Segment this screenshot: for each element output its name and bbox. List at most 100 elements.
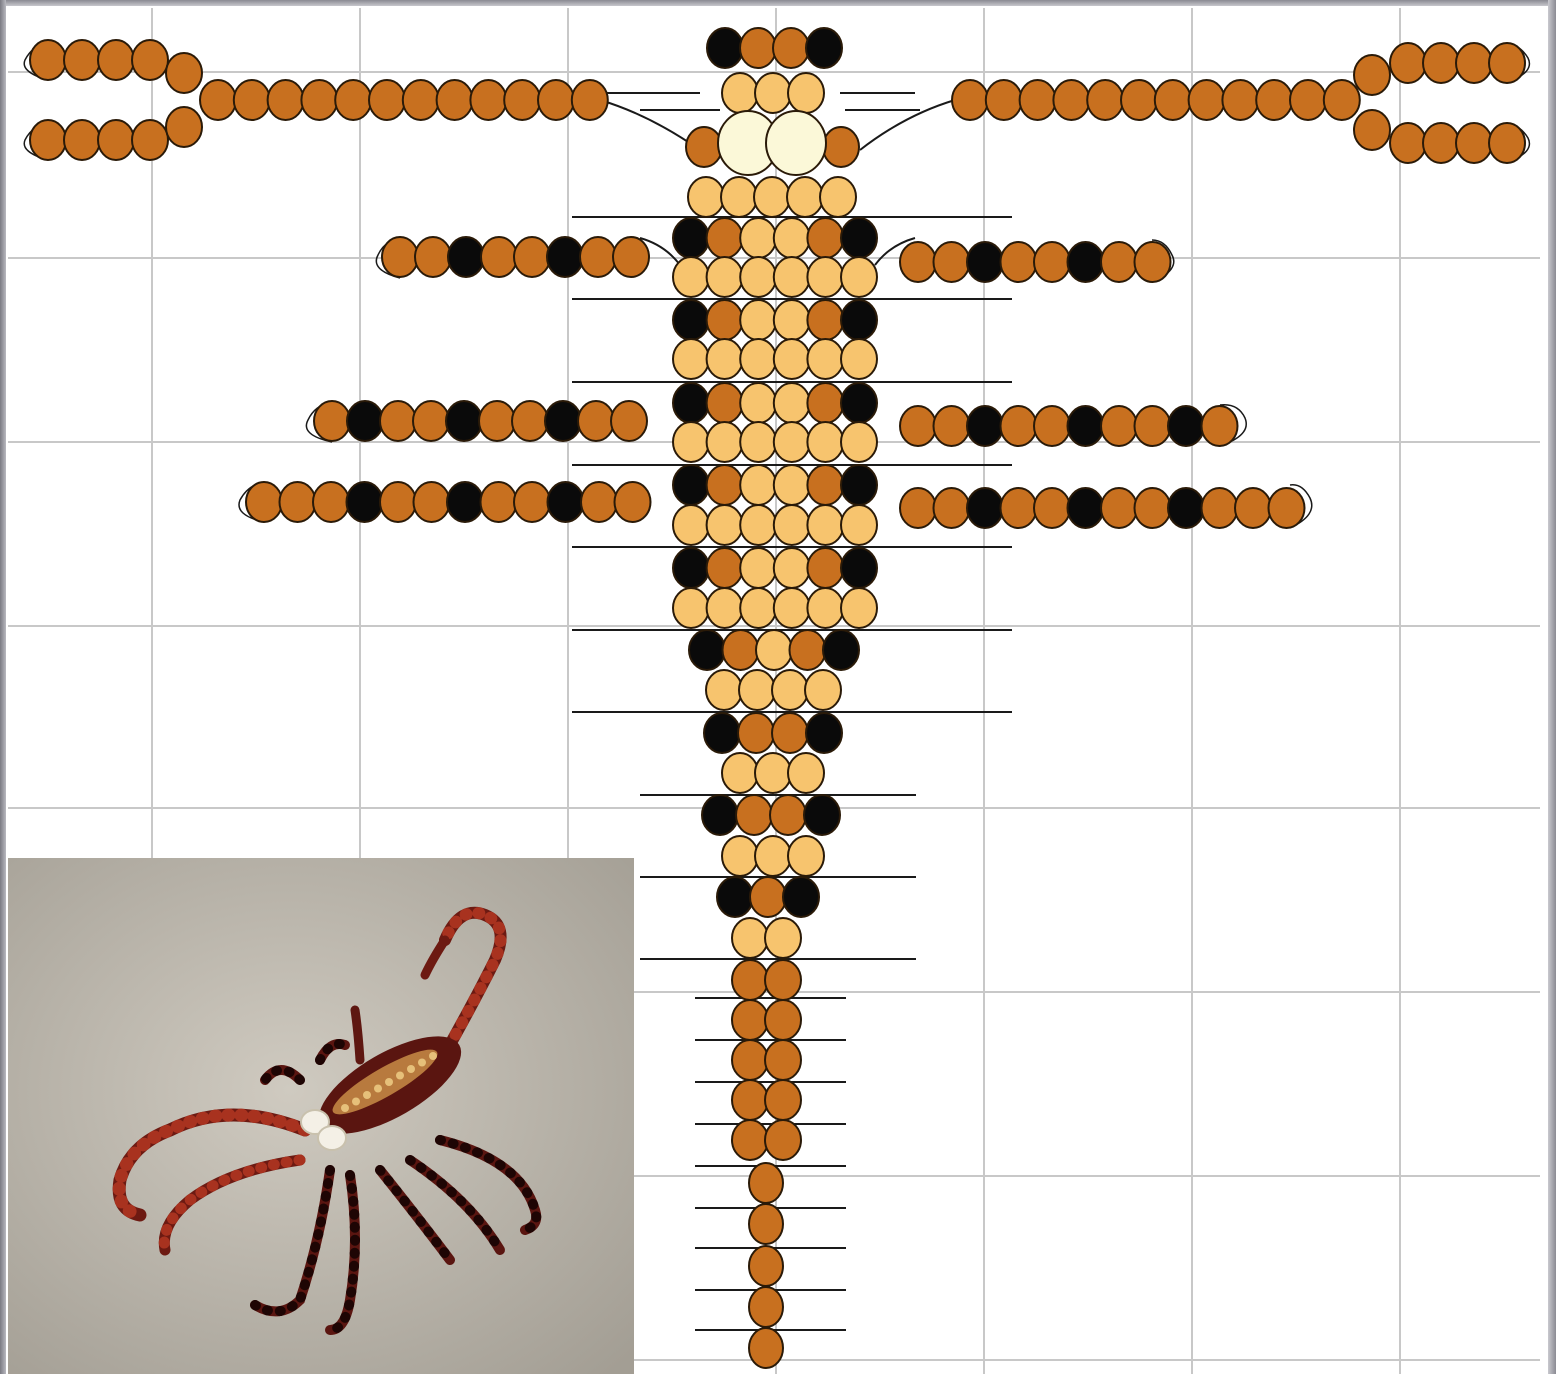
bead-orange [765,1040,801,1080]
bead-orange [1034,406,1070,446]
bead-black [841,548,877,588]
bead-orange [1189,80,1225,120]
bead-orange [807,383,843,423]
bead-orange [572,80,608,120]
bead-orange [1489,43,1525,83]
bead-orange [613,237,649,277]
bead-light [774,505,810,545]
bead-light [788,753,824,793]
bead-light [722,73,758,113]
bead-light [673,505,709,545]
bead-light [707,588,743,628]
bead-orange [415,237,451,277]
bead-orange [823,127,859,167]
bead-black [967,406,1003,446]
photo-body-bead [363,1091,371,1099]
bead-light [706,670,742,710]
bead-orange [765,1120,801,1160]
bead-orange [64,120,100,160]
bead-black [841,465,877,505]
bead-orange [750,877,786,917]
window-frame-right [1548,0,1556,1374]
bead-orange [707,300,743,340]
bead-black [806,713,842,753]
bead-light [788,836,824,876]
bead-black [545,401,581,441]
bead-orange [707,465,743,505]
bead-orange [1001,406,1037,446]
bead-orange [335,80,371,120]
bead-black [1068,488,1104,528]
bead-orange [369,80,405,120]
bead-light [740,257,776,297]
bead-orange [707,218,743,258]
bead-light [755,753,791,793]
bead-orange [1155,80,1191,120]
bead-light [707,339,743,379]
bead-orange [686,127,722,167]
bead-orange [64,40,100,80]
bead-black [806,28,842,68]
bead-light [841,588,877,628]
bead-orange [1135,242,1171,282]
bead-light [688,177,724,217]
bead-light [740,588,776,628]
bead-light [740,383,776,423]
bead-light [755,73,791,113]
bead-orange [707,548,743,588]
bead-orange [1456,43,1492,83]
bead-orange [615,482,651,522]
bead-orange [934,406,970,446]
bead-orange [1135,406,1171,446]
bead-black [448,237,484,277]
bead-orange [403,80,439,120]
bead-light [772,670,808,710]
bead-orange [481,482,517,522]
bead-light [774,548,810,588]
bead-black [704,713,740,753]
bead-light [807,505,843,545]
window-frame-top [0,0,1556,6]
bead-orange [1222,80,1258,120]
bead-black [967,242,1003,282]
bead-orange [1101,488,1137,528]
bead-light [807,588,843,628]
bead-light [807,422,843,462]
bead-orange [934,488,970,528]
bead-black [347,401,383,441]
bead-black [1068,406,1104,446]
bead-orange [736,795,772,835]
bead-light [774,383,810,423]
bead-orange [1121,80,1157,120]
bead-orange [900,488,936,528]
bead-light [774,588,810,628]
bead-orange [1456,123,1492,163]
bead-black [347,482,383,522]
bead-light [673,422,709,462]
photo-leg [355,1010,360,1060]
wire-line [600,100,700,150]
wire-line [860,100,955,150]
bead-light [841,422,877,462]
bead-orange [807,548,843,588]
bead-orange [1135,488,1171,528]
bead-orange [765,960,801,1000]
bead-light [707,257,743,297]
bead-light [721,177,757,217]
bead-orange [1423,123,1459,163]
bead-light [807,257,843,297]
bead-black [673,300,709,340]
bead-orange [1001,242,1037,282]
bead-orange [1053,80,1089,120]
bead-orange [166,53,202,93]
bead-light [841,339,877,379]
bead-orange [900,242,936,282]
bead-orange [986,80,1022,120]
photo-body-bead [429,1052,437,1060]
bead-orange [749,1246,783,1286]
bead-orange [723,630,759,670]
window-frame-left [0,0,6,1374]
bead-black [841,300,877,340]
